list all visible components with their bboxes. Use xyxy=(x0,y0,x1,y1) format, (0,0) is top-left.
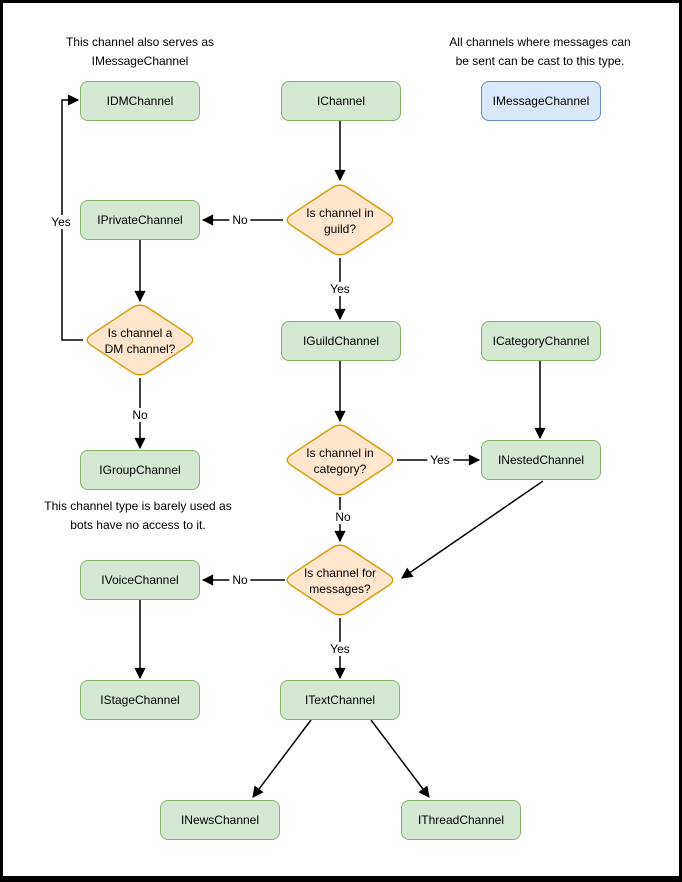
decision-is-dm-label: Is channel a DM channel? xyxy=(104,325,176,356)
decision-in-category-shape xyxy=(286,424,394,496)
edge-label-no-dm: No xyxy=(129,408,151,422)
node-igroupchannel: IGroupChannel xyxy=(80,450,200,490)
edge-label-yes-guild: Yes xyxy=(327,282,353,296)
edge-label-no-category: No xyxy=(332,510,354,524)
node-icategorychannel: ICategoryChannel xyxy=(481,321,601,361)
decision-for-messages-label: Is channel for messages? xyxy=(303,565,377,596)
edge-label-no-guild: No xyxy=(229,213,251,227)
node-ichannel: IChannel xyxy=(281,81,401,121)
decision-in-guild-shape xyxy=(286,184,394,256)
node-istagechannel: IStageChannel xyxy=(80,680,200,720)
decision-for-messages-shape xyxy=(286,544,394,616)
annotation-imessage-cast: All channels where messages can be sent … xyxy=(449,35,631,68)
edge-label-yes-messages: Yes xyxy=(327,642,353,656)
edge-textchannel-to-threadchannel xyxy=(370,719,430,798)
annotation-dm-serves-imessage: This channel also serves as IMessageChan… xyxy=(65,35,215,68)
edge-textchannel-to-newschannel xyxy=(252,719,312,798)
edge-nestedchannel-to-messages-decision xyxy=(401,480,544,579)
decision-is-dm-shape xyxy=(86,304,194,376)
node-idmchannel: IDMChannel xyxy=(80,81,200,121)
node-iguildchannel: IGuildChannel xyxy=(281,321,401,361)
node-inewschannel: INewsChannel xyxy=(160,800,280,840)
node-inestedchannel: INestedChannel xyxy=(481,440,601,480)
node-imessagechannel: IMessageChannel xyxy=(481,81,601,121)
node-ithreadchannel: IThreadChannel xyxy=(401,800,521,840)
annotation-group-barely-used: This channel type is barely used as bots… xyxy=(44,499,232,532)
node-iprivatechannel: IPrivateChannel xyxy=(80,200,200,240)
decision-in-guild-label: Is channel in guild? xyxy=(306,205,374,236)
edge-label-yes-category: Yes xyxy=(427,453,453,467)
decision-in-category-label: Is channel in category? xyxy=(306,445,374,476)
node-ivoicechannel: IVoiceChannel xyxy=(80,560,200,600)
node-itextchannel: ITextChannel xyxy=(280,680,400,720)
edge-label-no-messages: No xyxy=(229,573,251,587)
edge-label-yes-dm: Yes xyxy=(48,215,74,229)
